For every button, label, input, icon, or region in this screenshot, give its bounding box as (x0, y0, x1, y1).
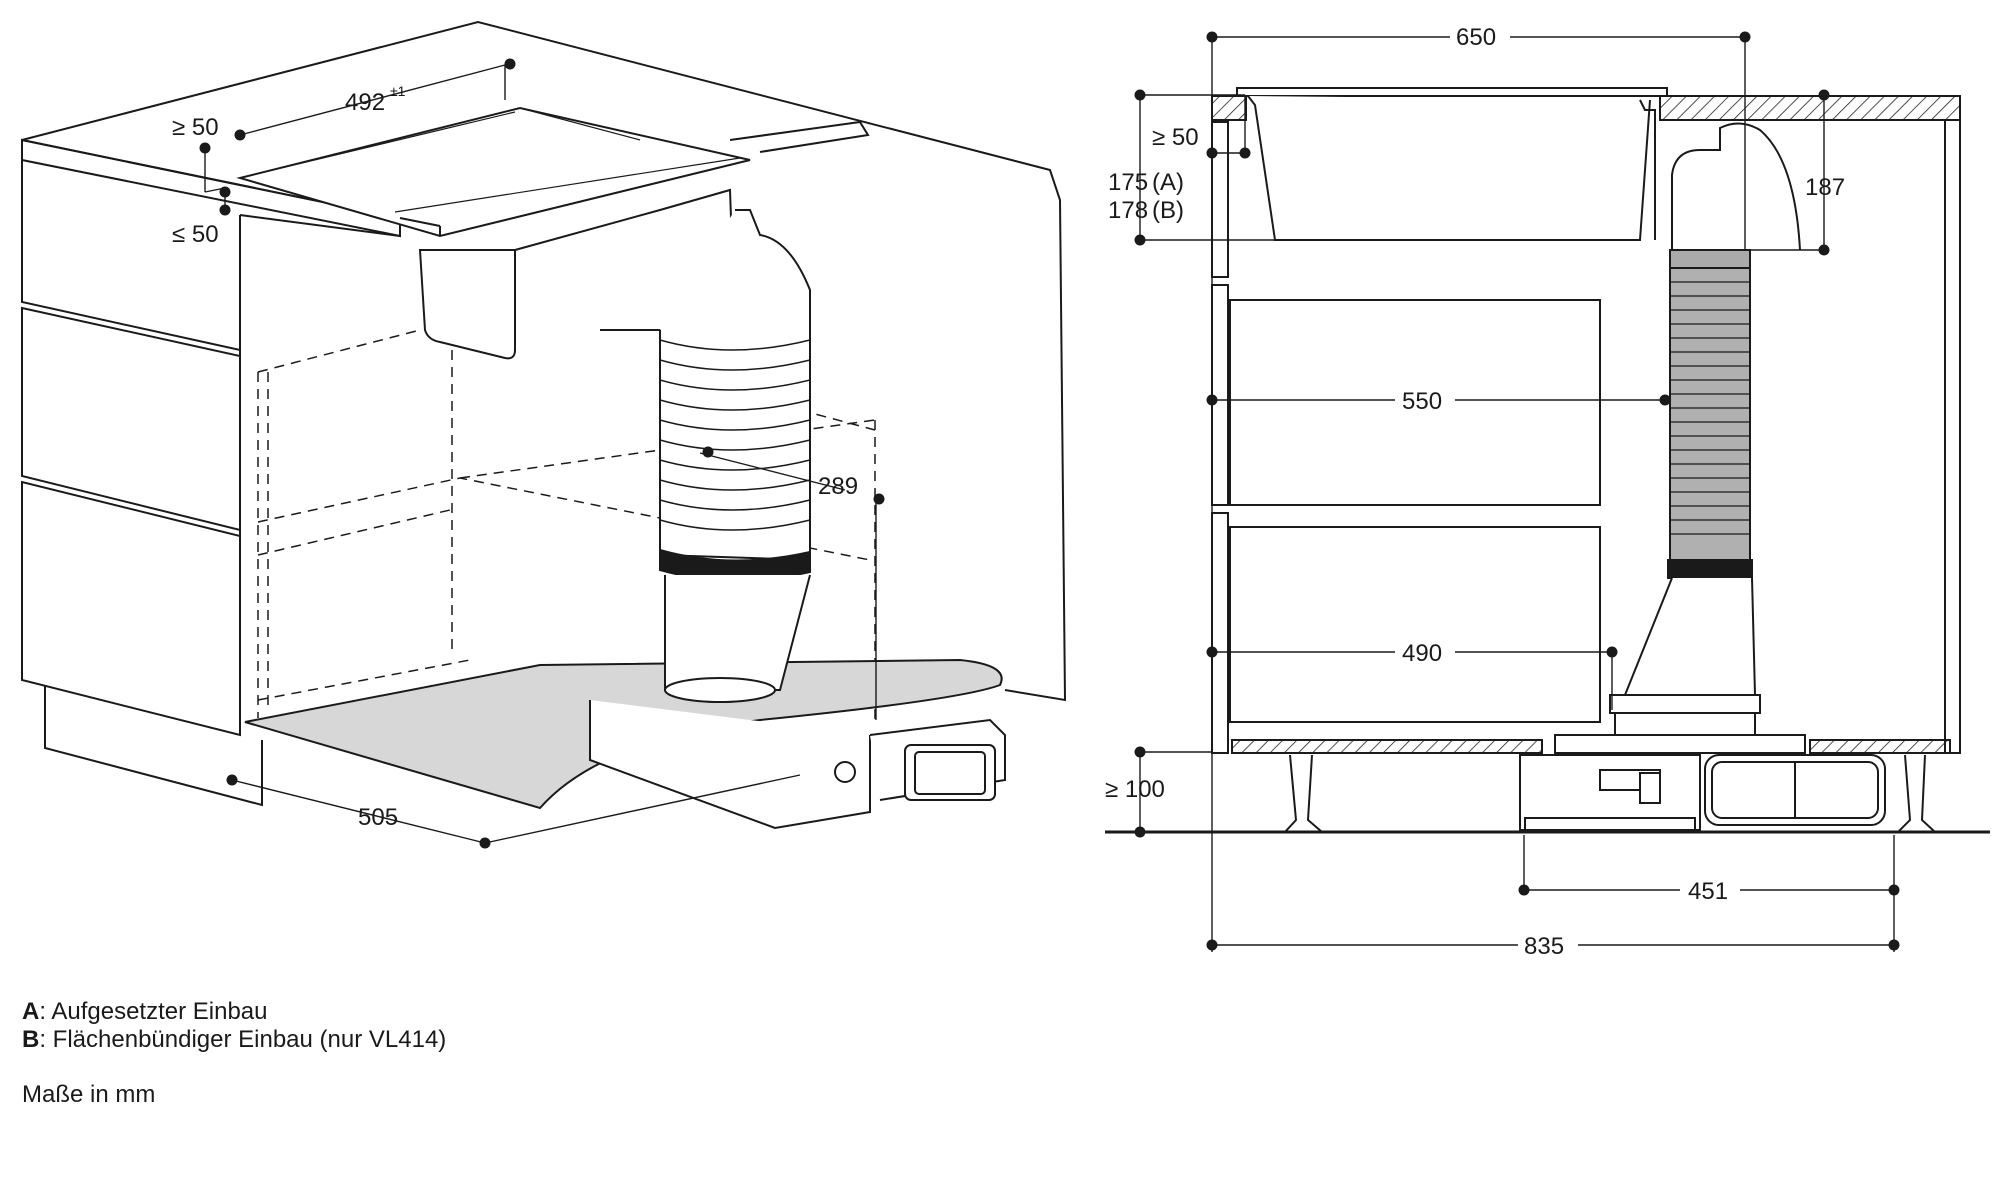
cooktop-iso (236, 106, 751, 238)
dim-175: 175 (1108, 169, 1148, 196)
back-wall (21, 20, 1067, 702)
dim-492-tolerance: ±1 (390, 83, 406, 99)
foot-right (1895, 754, 1938, 833)
front-panel-mid (1211, 284, 1229, 506)
front-panel-top (1211, 121, 1229, 278)
back-panel (1944, 119, 1961, 754)
cooktop-side (1236, 87, 1668, 97)
duct-tube-iso (659, 209, 811, 703)
dim-451: 451 (1688, 878, 1728, 905)
dim-187: 187 (1805, 174, 1845, 201)
dim-505: 505 (358, 804, 398, 831)
dim-le50-iso: ≤ 50 (172, 221, 219, 248)
dim-550: 550 (1402, 388, 1442, 415)
side-dimension-dots (1134, 31, 1900, 951)
dim-ge100: ≥ 100 (1105, 776, 1165, 803)
foot-left (1282, 754, 1325, 833)
isometric-view (21, 20, 1067, 849)
drawer-lower (1229, 526, 1601, 723)
dim-175-tag: (A) (1152, 169, 1184, 196)
drawer-upper (1229, 299, 1601, 506)
legend-b-text: : Flächenbündiger Einbau (nur VL414) (39, 1026, 447, 1053)
iso-dimension-lines (204, 64, 877, 844)
hob-body (418, 249, 516, 360)
legend-b-key: B (22, 1026, 40, 1053)
dim-ge50-side: ≥ 50 (1152, 124, 1199, 151)
dim-650: 650 (1456, 24, 1496, 51)
dim-ge50-iso: ≥ 50 (172, 114, 219, 141)
dim-178-tag: (B) (1152, 197, 1184, 224)
countertop-right-hatched (1659, 95, 1961, 121)
legend-a-text: : Aufgesetzter Einbau (39, 998, 268, 1025)
dim-490: 490 (1402, 640, 1442, 667)
dim-835: 835 (1524, 933, 1564, 960)
cabinet-drawers (21, 160, 263, 807)
legend-b: B: Flächenbündiger Einbau (nur VL414) (22, 1026, 446, 1054)
legend-a: A: Aufgesetzter Einbau (22, 998, 268, 1026)
bottom-shelf-left (1231, 739, 1543, 754)
bottom-shelf-right (1809, 739, 1951, 754)
dim-289: 289 (818, 473, 858, 500)
fan-unit-side (1519, 754, 1886, 831)
iso-dimension-dots (199, 58, 885, 849)
side-section-view (1105, 31, 1990, 952)
dim-178: 178 (1108, 197, 1148, 224)
unit-note: Maße in mm (22, 1081, 156, 1108)
countertop-left-hatched (1211, 95, 1247, 121)
duct-tube-side (1609, 122, 1801, 736)
dim-492: 492 (345, 89, 385, 116)
fan-box (589, 700, 871, 830)
legend-a-key: A (22, 998, 40, 1025)
front-panel-low (1211, 512, 1229, 754)
